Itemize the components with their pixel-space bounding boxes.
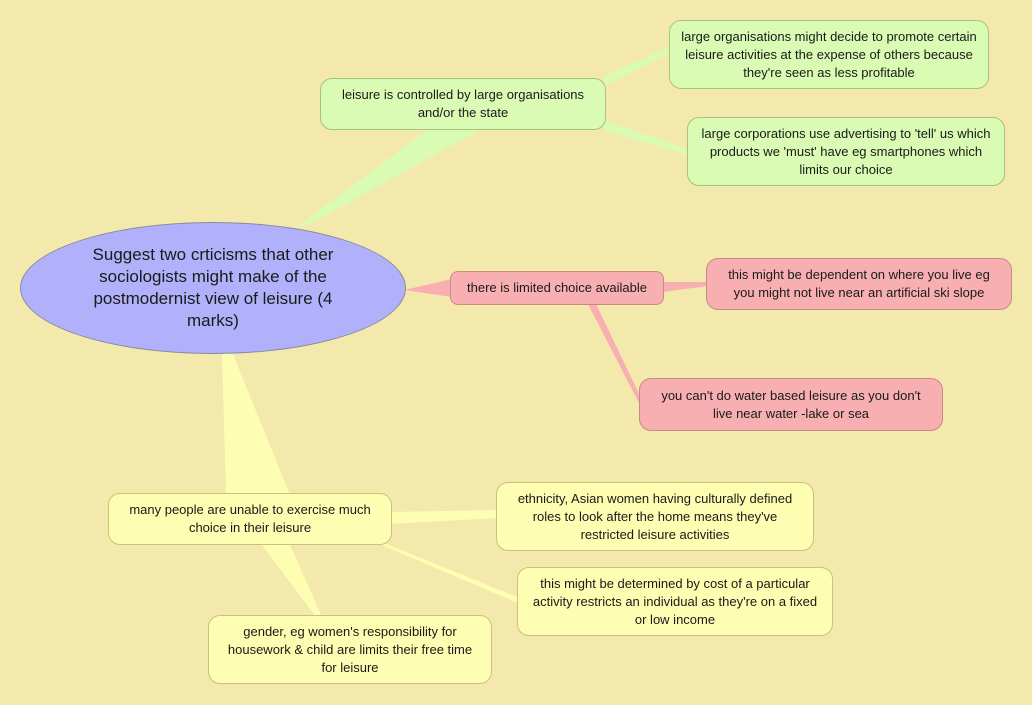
subtopic-text: gender, eg women's responsibility for ho…: [227, 623, 473, 675]
subtopic-text: you can't do water based leisure as you …: [661, 387, 921, 421]
branch-link-unable-2: [376, 540, 520, 604]
topic-choice-text: there is limited choice available: [467, 280, 647, 295]
subtopic-text: ethnicity, Asian women having culturally…: [517, 490, 793, 542]
subtopic-text: this might be dependent on where you liv…: [728, 267, 990, 300]
subtopic-unable-3[interactable]: gender, eg women's responsibility for ho…: [208, 615, 492, 684]
topic-control-text: leisure is controlled by large organisat…: [341, 87, 585, 120]
subtopic-text: large corporations use advertising to 't…: [701, 125, 991, 177]
branch-link-choice-1: [662, 282, 708, 292]
topic-control[interactable]: leisure is controlled by large organisat…: [320, 78, 606, 130]
subtopic-unable-2[interactable]: this might be determined by cost of a pa…: [517, 567, 833, 636]
subtopic-unable-1[interactable]: ethnicity, Asian women having culturally…: [496, 482, 814, 551]
topic-unable[interactable]: many people are unable to exercise much …: [108, 493, 392, 545]
topic-choice[interactable]: there is limited choice available: [450, 271, 664, 305]
subtopic-choice-2[interactable]: you can't do water based leisure as you …: [639, 378, 943, 431]
branch-link-unable-3: [262, 545, 322, 617]
subtopic-control-1[interactable]: large organisations might decide to prom…: [669, 20, 989, 89]
central-topic[interactable]: Suggest two crticisms that other sociolo…: [20, 222, 406, 354]
branch-link-unable-1: [390, 510, 498, 524]
branch-link-control-2: [604, 120, 690, 156]
branch-link-choice-2: [588, 304, 642, 405]
central-topic-text: Suggest two crticisms that other sociolo…: [92, 245, 334, 330]
topic-unable-text: many people are unable to exercise much …: [129, 502, 371, 535]
subtopic-text: large organisations might decide to prom…: [681, 28, 977, 80]
subtopic-text: this might be determined by cost of a pa…: [532, 575, 818, 627]
branch-link-control-1: [604, 46, 672, 86]
subtopic-choice-1[interactable]: this might be dependent on where you liv…: [706, 258, 1012, 310]
branch-link-control: [298, 128, 480, 226]
branch-link-choice: [404, 279, 452, 297]
branch-link-unable: [222, 352, 290, 495]
subtopic-control-2[interactable]: large corporations use advertising to 't…: [687, 117, 1005, 186]
